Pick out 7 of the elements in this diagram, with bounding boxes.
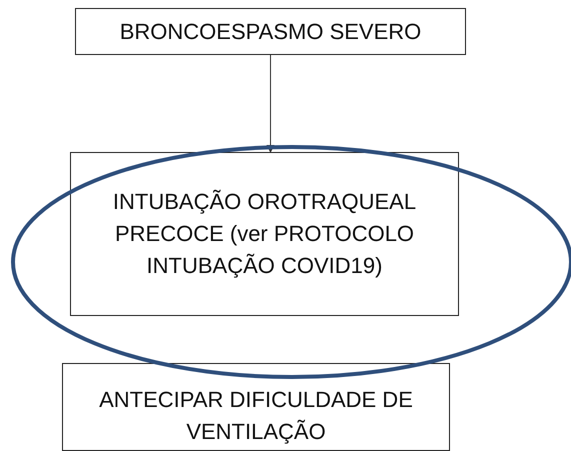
box-text: BRONCOESPASMO SEVERO [120,18,422,46]
box-text: ANTECIPAR DIFICULDADE DE VENTILAÇÃO [98,386,414,446]
process-box [62,363,450,451]
process-box [75,8,466,55]
process-box [70,152,459,316]
arrow [266,54,274,153]
box-text: INTUBAÇÃO OROTRAQUEAL PRECOCE (ver PROTOCOLO INTUBAÇÃO COVID19) [112,188,418,280]
